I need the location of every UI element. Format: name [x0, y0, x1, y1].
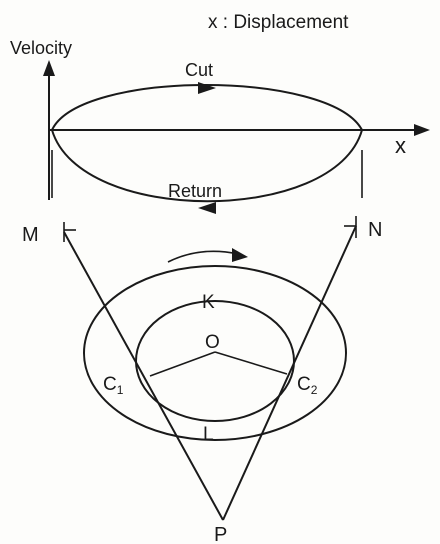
point-k-label: K	[202, 292, 215, 313]
velocity-axis-arrowhead	[43, 60, 55, 76]
radius-o-c1	[149, 351, 216, 377]
displacement-legend: x : Displacement	[208, 12, 349, 33]
rotation-arrowhead	[232, 248, 248, 262]
cut-direction-arrow	[198, 82, 216, 94]
point-m-label: M	[22, 224, 39, 246]
return-label: Return	[168, 181, 222, 201]
return-stroke-curve	[51, 129, 363, 203]
point-p-label: P	[214, 524, 227, 544]
displacement-axis-arrowhead	[414, 124, 430, 136]
point-c1-subscript: 1	[117, 383, 124, 397]
point-n-label: N	[368, 219, 382, 241]
cut-label: Cut	[185, 60, 213, 80]
return-direction-arrow	[198, 202, 216, 214]
displacement-axis-label: x	[395, 133, 406, 158]
point-c1-label: C1	[103, 374, 124, 397]
rotation-arc	[167, 250, 239, 263]
point-o-label: O	[205, 332, 220, 353]
point-l-label: L	[203, 424, 214, 445]
radius-o-c2	[214, 351, 288, 375]
cut-stroke-curve	[51, 84, 363, 131]
point-c2-label: C2	[297, 374, 318, 397]
velocity-axis-label: Velocity	[10, 38, 72, 58]
outer-circle	[83, 265, 347, 441]
point-c2-subscript: 2	[311, 383, 318, 397]
inner-circle	[135, 300, 295, 422]
link-line-m-p	[63, 231, 224, 521]
link-line-n-p	[222, 225, 357, 521]
